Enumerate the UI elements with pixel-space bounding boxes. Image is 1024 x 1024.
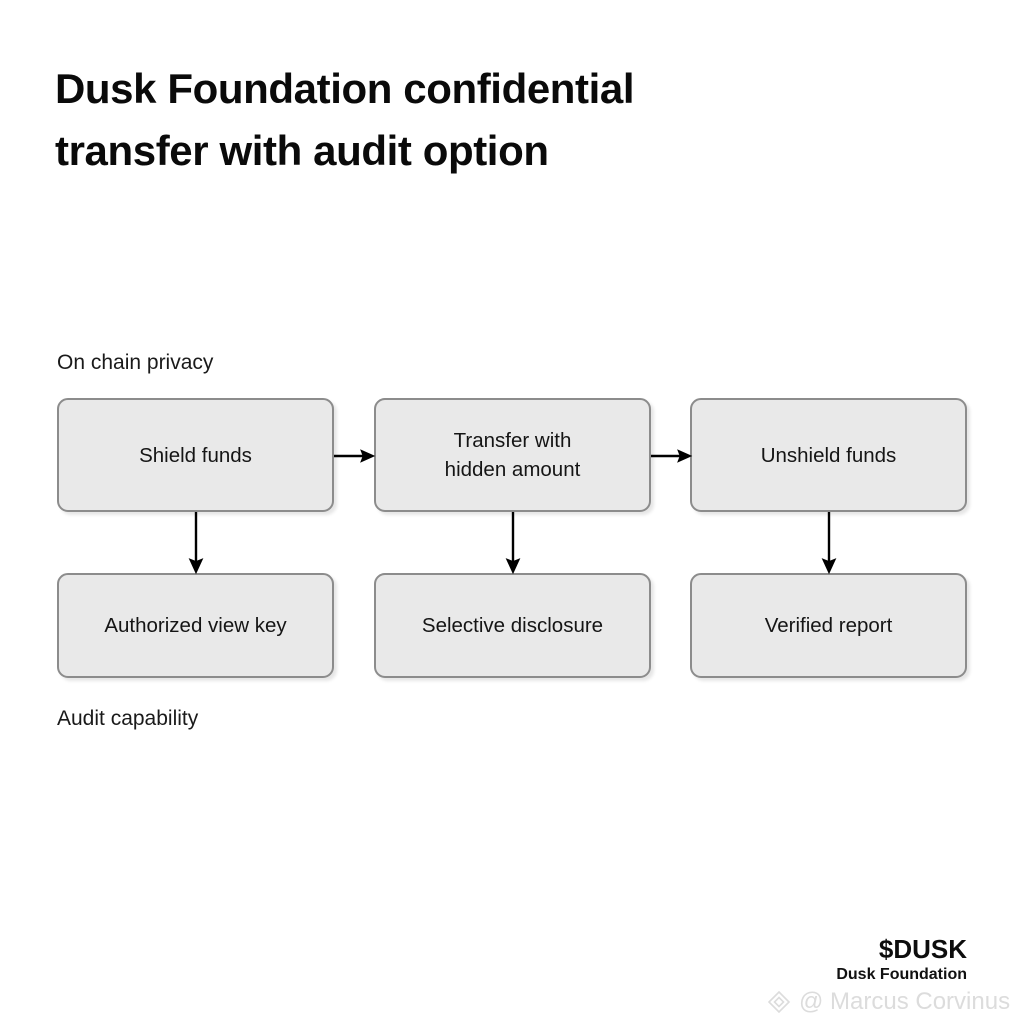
arrow-shield-to-view-key: [188, 512, 204, 575]
flow-node-selective-disclosure[interactable]: Selective disclosure: [374, 573, 651, 678]
flow-node-authorized-view-key[interactable]: Authorized view key: [57, 573, 334, 678]
arrow-transfer-to-unshield: [651, 449, 693, 463]
diamond-logo-icon: [767, 990, 791, 1014]
arrow-transfer-to-selective-disclosure: [505, 512, 521, 575]
watermark: @ Marcus Corvinus: [766, 988, 1010, 1016]
page-title: Dusk Foundation confidential transfer wi…: [55, 65, 635, 174]
arrow-unshield-to-verified-report: [821, 512, 837, 575]
flow-node-unshield-funds[interactable]: Unshield funds: [690, 398, 967, 512]
flow-node-transfer-hidden-amount[interactable]: Transfer with hidden amount: [374, 398, 651, 512]
flow-node-verified-report[interactable]: Verified report: [690, 573, 967, 678]
section-label-audit-capability: Audit capability: [57, 707, 199, 730]
watermark-handle: @ Marcus Corvinus: [799, 988, 1011, 1015]
brand-organization: Dusk Foundation: [836, 966, 967, 983]
flow-node-shield-funds[interactable]: Shield funds: [57, 398, 334, 512]
arrow-shield-to-transfer: [334, 449, 376, 463]
section-label-on-chain-privacy: On chain privacy: [57, 351, 214, 374]
brand-ticker: $DUSK: [878, 934, 967, 964]
